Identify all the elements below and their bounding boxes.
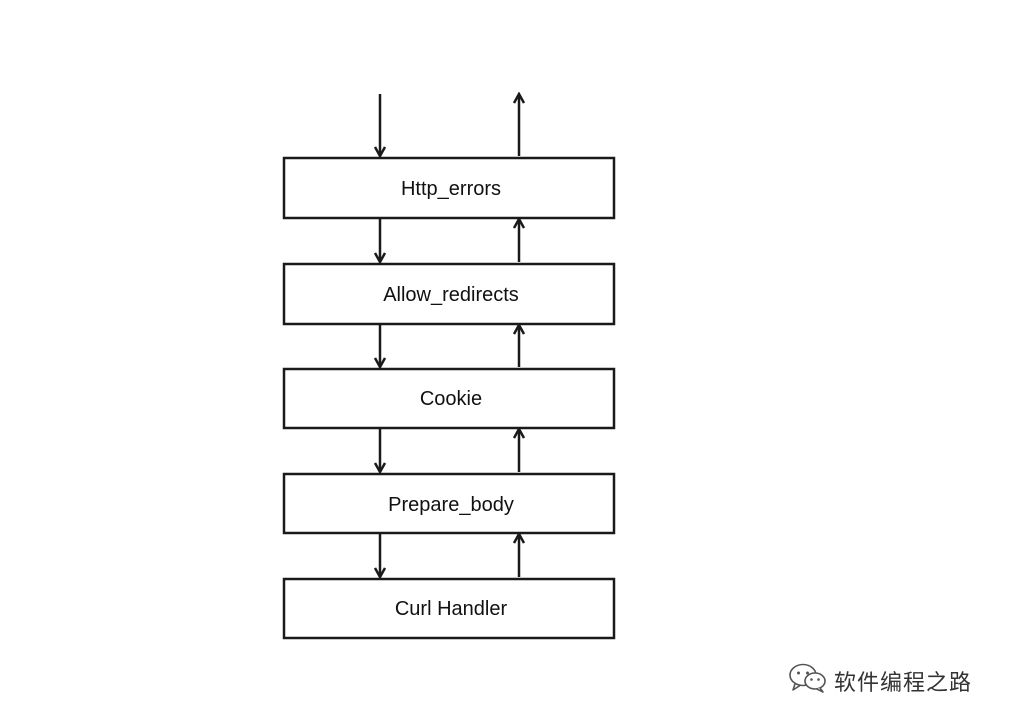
layer-box-cookie: Cookie — [282, 367, 616, 430]
wechat-icon — [788, 662, 828, 699]
layer-box-prepare-body: Prepare_body — [282, 472, 616, 535]
layer-label: Allow_redirects — [383, 284, 519, 306]
watermark: 软件编程之路 — [788, 662, 972, 699]
layer-box-allow-redirects: Allow_redirects — [282, 262, 616, 326]
layer-label: Curl Handler — [395, 598, 508, 620]
layer-box-curl-handler: Curl Handler — [282, 577, 616, 640]
layer-label: Prepare_body — [388, 494, 514, 516]
watermark-text: 软件编程之路 — [834, 670, 973, 696]
layer-label: Cookie — [420, 388, 482, 410]
layer-label: Http_errors — [401, 178, 501, 200]
layer-box-http-errors: Http_errors — [282, 156, 616, 220]
